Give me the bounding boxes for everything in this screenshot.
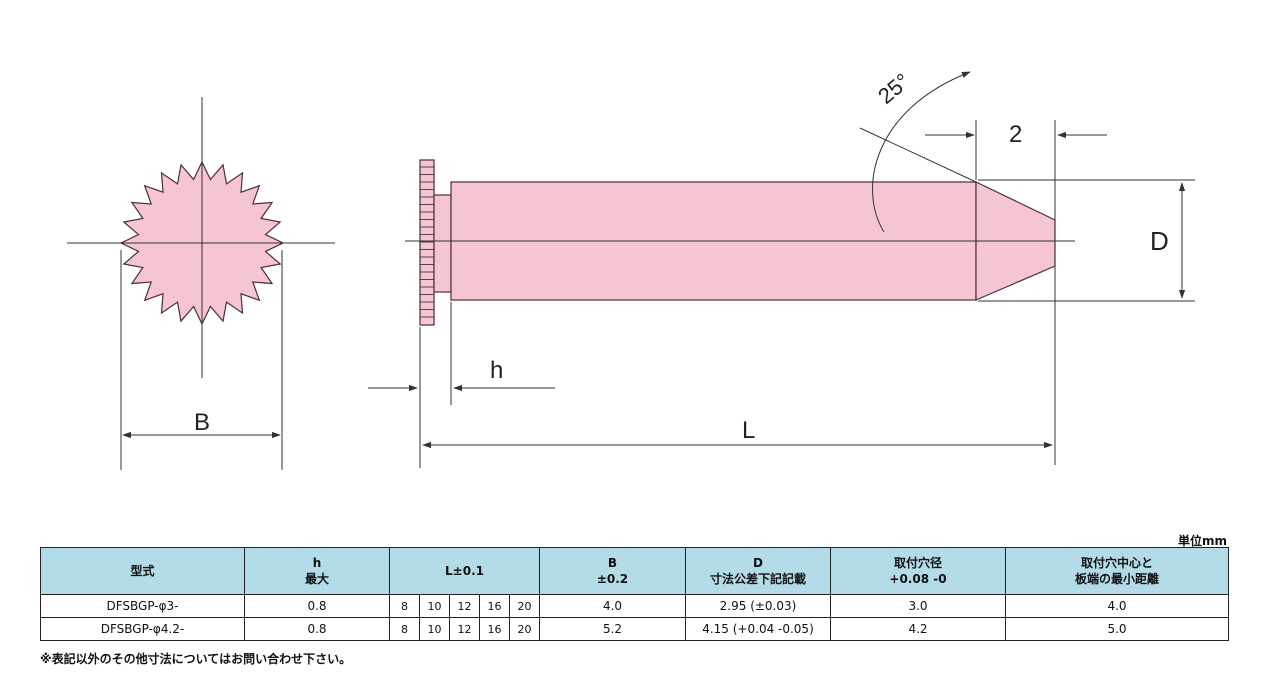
cell-hole: 4.2 [830, 617, 1006, 641]
cell-l-value: 16 [479, 594, 510, 618]
cell-b: 5.2 [539, 617, 686, 641]
d-label: D [1150, 226, 1169, 256]
header-h: h 最大 [244, 547, 390, 595]
header-hole-line1: 取付穴径 [893, 556, 942, 570]
table-header-row: 型式 h 最大 L±0.1 B ±0.2 D 寸法公差下記記載 取付穴径 +0.… [40, 547, 1229, 595]
cell-d: 2.95 (±0.03) [685, 594, 831, 618]
table-row: DFSBGP-φ3- 0.8 8 10 12 16 20 4.0 2.95 (±… [40, 594, 1229, 618]
cell-d: 4.15 (+0.04 -0.05) [685, 617, 831, 641]
header-h-line1: h [312, 556, 322, 570]
cell-l-value: 10 [419, 617, 450, 641]
header-d-line1: D [753, 556, 763, 570]
angle-reference-line [859, 127, 977, 183]
header-b-line1: B [607, 556, 618, 570]
angle-label: 25° [873, 68, 915, 109]
header-b: B ±0.2 [539, 547, 686, 595]
header-hole: 取付穴径 +0.08 -0 [830, 547, 1006, 595]
cell-l-value: 20 [509, 594, 540, 618]
footnote: ※表記以外のその他寸法についてはお問い合わせ下さい。 [40, 652, 352, 666]
cell-l-value: 20 [509, 617, 540, 641]
header-d: D 寸法公差下記記載 [685, 547, 831, 595]
knurl-lines [420, 166, 434, 318]
header-h-line2: 最大 [304, 572, 329, 586]
header-l: L±0.1 [389, 547, 540, 595]
header-distance: 取付穴中心と 板端の最小距離 [1005, 547, 1229, 595]
cell-distance: 4.0 [1005, 594, 1229, 618]
header-model: 型式 [40, 547, 245, 595]
h-label: h [490, 357, 503, 384]
cell-hole: 3.0 [830, 594, 1006, 618]
header-distance-line1: 取付穴中心と [1080, 556, 1153, 570]
cell-h: 0.8 [244, 617, 390, 641]
cell-b: 4.0 [539, 594, 686, 618]
header-d-line2: 寸法公差下記記載 [709, 572, 806, 586]
header-distance-line2: 板端の最小距離 [1074, 572, 1159, 586]
table-row: DFSBGP-φ4.2- 0.8 8 10 12 16 20 5.2 4.15 … [40, 617, 1229, 641]
pin-dimension-drawing: B D 2 25° h [67, 68, 1195, 470]
chamfer-label: 2 [1009, 121, 1022, 148]
header-hole-line2: +0.08 -0 [889, 572, 947, 586]
cell-l-value: 12 [449, 594, 480, 618]
cell-l-value: 8 [389, 617, 420, 641]
b-label: B [194, 409, 210, 436]
cell-l-value: 8 [389, 594, 420, 618]
pin-neck [433, 194, 452, 293]
header-b-line2: ±0.2 [596, 572, 629, 586]
side-view: D 2 25° h L [368, 68, 1195, 468]
cell-l-value: 12 [449, 617, 480, 641]
pin-head [419, 159, 435, 326]
angle-arc [872, 71, 971, 233]
cell-l-value: 10 [419, 594, 450, 618]
cell-l-value: 16 [479, 617, 510, 641]
cell-model: DFSBGP-φ3- [40, 594, 245, 618]
unit-label: 単位mm [1177, 534, 1227, 548]
cell-h: 0.8 [244, 594, 390, 618]
l-label: L [742, 417, 755, 444]
cell-model: DFSBGP-φ4.2- [40, 617, 245, 641]
cell-distance: 5.0 [1005, 617, 1229, 641]
spec-table: 型式 h 最大 L±0.1 B ±0.2 D 寸法公差下記記載 取付穴径 +0.… [40, 547, 1229, 641]
front-view: B [67, 97, 335, 470]
